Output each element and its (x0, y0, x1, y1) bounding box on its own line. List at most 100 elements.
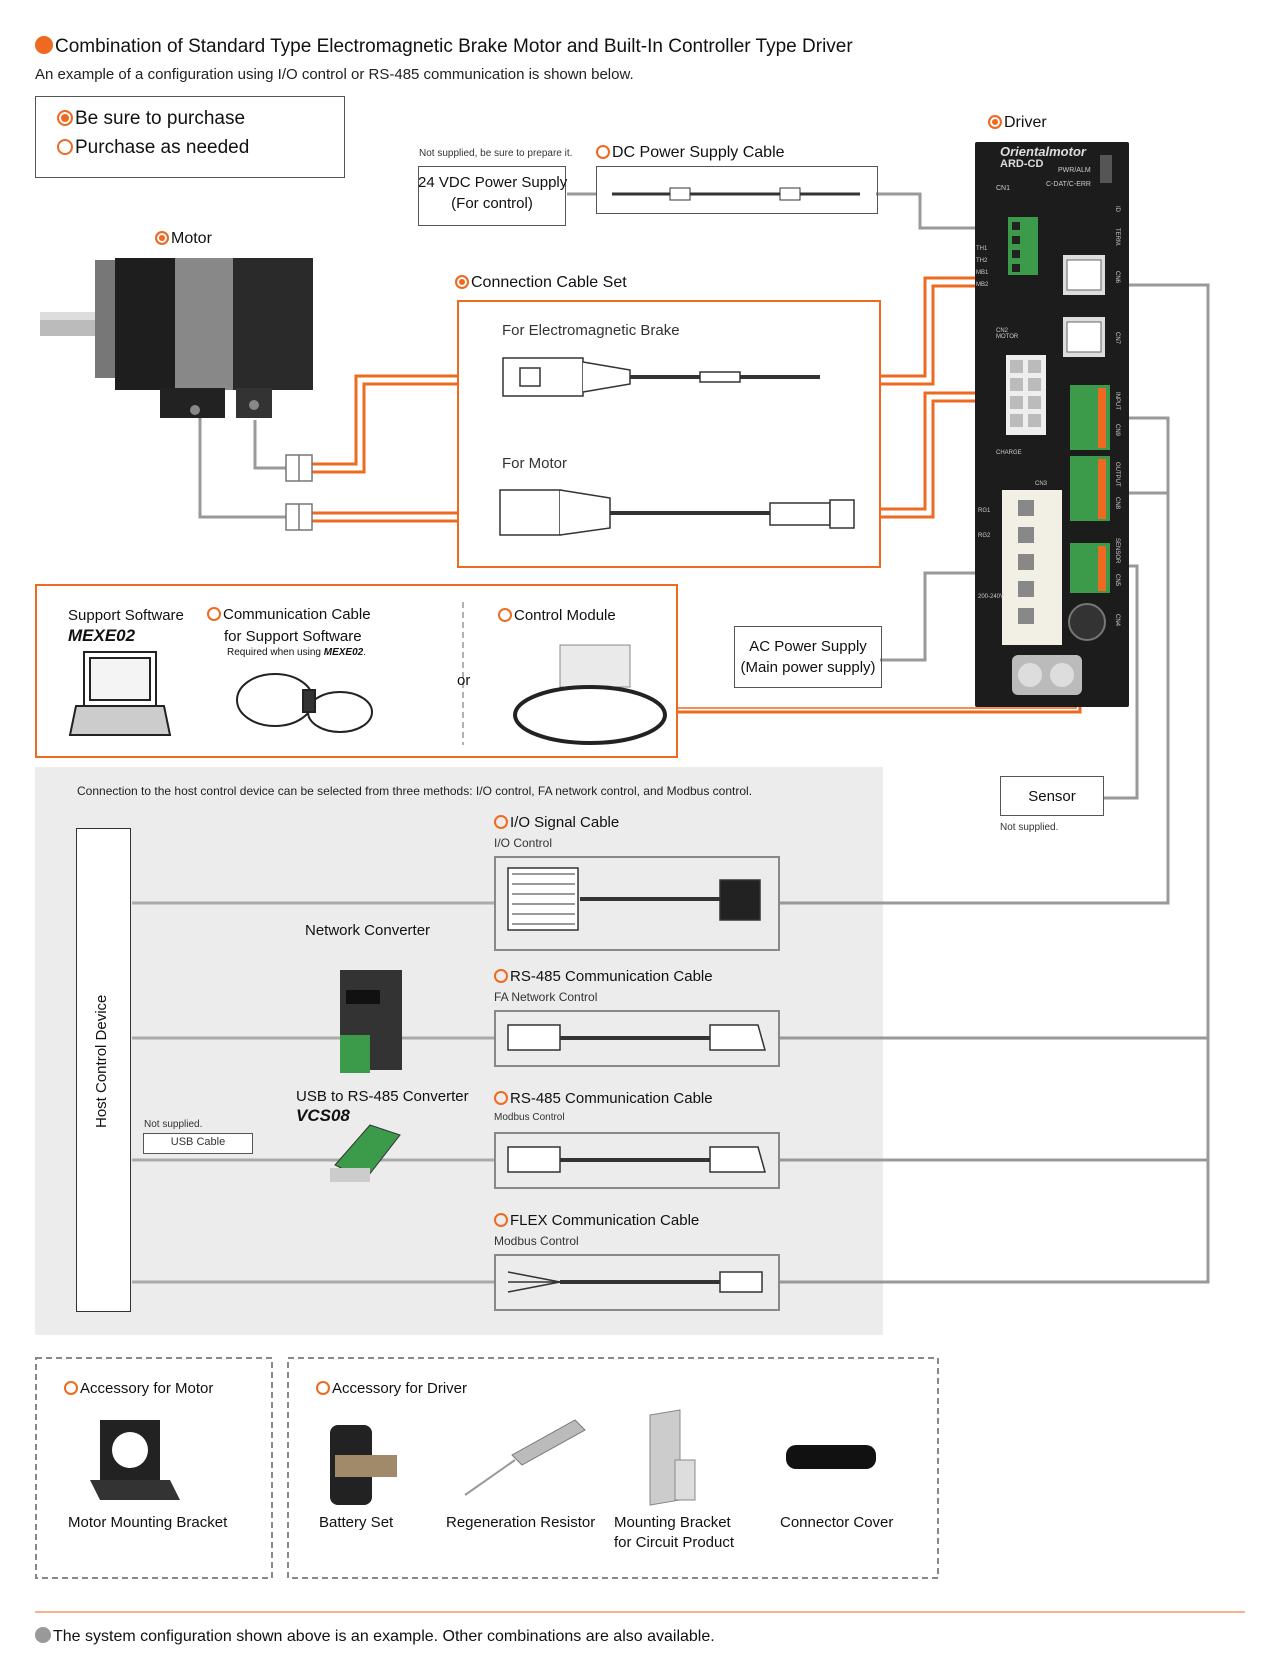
cable-set-box (457, 300, 881, 568)
motor-bracket-image (90, 1420, 180, 1500)
driver-sensor-label: SENSOR (1114, 538, 1120, 564)
usb-cable-box (143, 1133, 253, 1154)
io-cable-label: I/O Signal Cable (494, 814, 619, 831)
open-circle-icon (494, 1091, 508, 1105)
driver-model: ARD-CD (1000, 158, 1044, 170)
open-circle-icon (596, 145, 610, 159)
driver-cn1-label: CN1 (996, 185, 1011, 192)
host-device-box (76, 828, 131, 1312)
sensor-label: Sensor (1028, 788, 1076, 805)
driver-cdat-label: C-DAT/C-ERR (1046, 181, 1091, 188)
regen-label: Regeneration Resistor (446, 1514, 596, 1531)
accessory-motor-box (35, 1357, 273, 1579)
page-subtitle: An example of a configuration using I/O … (35, 66, 634, 83)
rs485-a-box (494, 1010, 780, 1067)
usb-converter-line2: VCS08 (296, 1106, 350, 1125)
page-title: Combination of Standard Type Electromagn… (35, 36, 853, 58)
legend-box (35, 96, 345, 178)
open-circle-icon (494, 969, 508, 983)
driver-brand: Orientalmotor (1000, 144, 1086, 159)
filled-circle-icon (455, 275, 469, 289)
ac-supply-line (880, 571, 1000, 662)
driver-cn8-label: CN8 (1114, 497, 1120, 510)
dc-cable-line (876, 192, 1000, 230)
driver-cn4-label: CN4 (1114, 614, 1120, 627)
network-converter-image (340, 970, 402, 1073)
motor-image (40, 258, 313, 418)
support-software-line1: Support Software (68, 607, 184, 624)
usb-cable-label: USB Cable (170, 1136, 226, 1148)
driver-cn2-label: CN2 MOTOR (996, 328, 1019, 340)
accessory-driver-box (287, 1357, 939, 1579)
dc-cable-drawing (612, 187, 860, 201)
filled-circle-icon (988, 115, 1002, 129)
sensor-box (1000, 776, 1104, 816)
driver-cn9-label: CN9 (1114, 424, 1120, 437)
connector-cover-image (786, 1445, 876, 1469)
io-line (780, 416, 1170, 905)
driver-cn5-label: CN5 (1114, 574, 1120, 587)
usb-note: Not supplied. (144, 1119, 203, 1130)
filled-circle-icon (57, 110, 73, 126)
comm-cable-image (236, 673, 373, 733)
driver-charge-label: CHARGE (996, 450, 1022, 456)
rs485-a-sub: FA Network Control (494, 990, 598, 1004)
driver-image (975, 142, 1129, 707)
usb-converter-line1: USB to RS-485 Converter (296, 1088, 469, 1105)
driver-output-label: OUTPUT (1114, 462, 1120, 487)
mount-bracket-line1: Mounting Bracket (614, 1514, 731, 1531)
motor-bracket-label: Motor Mounting Bracket (68, 1514, 228, 1531)
rs485-b-box (494, 1132, 780, 1189)
mount-bracket-line2: for Circuit Product (614, 1534, 735, 1551)
driver-th2-label: TH2 (976, 258, 988, 264)
regen-resistor-image (464, 1419, 586, 1496)
legend-as-needed: Purchase as needed (57, 137, 249, 159)
gray-dot-icon (35, 1627, 51, 1643)
ac-supply-line1: AC Power Supply (749, 638, 867, 655)
dc-cable-label: DC Power Supply Cable (596, 144, 785, 162)
rs485-b-cable-drawing (507, 1146, 766, 1173)
driver-cn7-label: CN7 (1114, 332, 1120, 345)
ac-supply-line2: (Main power supply) (740, 659, 876, 676)
open-circle-icon (57, 139, 73, 155)
driver-rg2-label: RG2 (978, 533, 991, 539)
driver-id-label: ID (1114, 206, 1120, 212)
io-cable-drawing (507, 867, 761, 931)
rs485-b-label: RS-485 Communication Cable (494, 1090, 713, 1107)
dc-cable-box (596, 166, 878, 214)
driver-rg1-label: RG1 (978, 508, 991, 514)
laptop-image (68, 651, 172, 736)
rs485-b-sub: Modbus Control (494, 1112, 565, 1123)
support-box (35, 584, 678, 758)
accessory-motor-title: Accessory for Motor (64, 1380, 213, 1397)
network-converter-label: Network Converter (305, 922, 431, 939)
legend-purchase: Be sure to purchase (57, 108, 245, 130)
flex-cable-drawing (507, 1271, 763, 1293)
open-circle-icon (316, 1381, 330, 1395)
flex-label: FLEX Communication Cable (494, 1212, 699, 1229)
control-module-label: Control Module (498, 607, 616, 624)
network-bus-line (780, 283, 1210, 1284)
motor-label: Motor (155, 230, 212, 248)
orange-dot-icon (35, 36, 53, 54)
driver-ac-label: 200-240V (978, 594, 1005, 600)
host-device-label: Host Control Device (93, 994, 110, 1128)
motor-cable-line (880, 391, 1003, 511)
dc-supply-note: Not supplied, be sure to prepare it. (419, 148, 573, 159)
or-label: or (457, 672, 471, 689)
ac-supply-box (734, 626, 882, 688)
mounting-bracket-image (649, 1409, 696, 1506)
usb-converter-image (330, 1124, 401, 1182)
open-circle-icon (64, 1381, 78, 1395)
driver-cn6-label: CN6 (1114, 271, 1120, 284)
comm-cable-note: Required when using MEXE02. (227, 647, 366, 658)
motor-cable-drawing (499, 489, 855, 536)
host-note: Connection to the host control device ca… (77, 784, 753, 798)
footer-note: The system configuration shown above is … (35, 1627, 715, 1646)
battery-image (330, 1425, 397, 1505)
dc-supply-box (418, 166, 566, 226)
brake-cable-label: For Electromagnetic Brake (502, 322, 680, 339)
connector-cover-label: Connector Cover (780, 1514, 894, 1531)
motor-cable-label: For Motor (502, 455, 568, 472)
